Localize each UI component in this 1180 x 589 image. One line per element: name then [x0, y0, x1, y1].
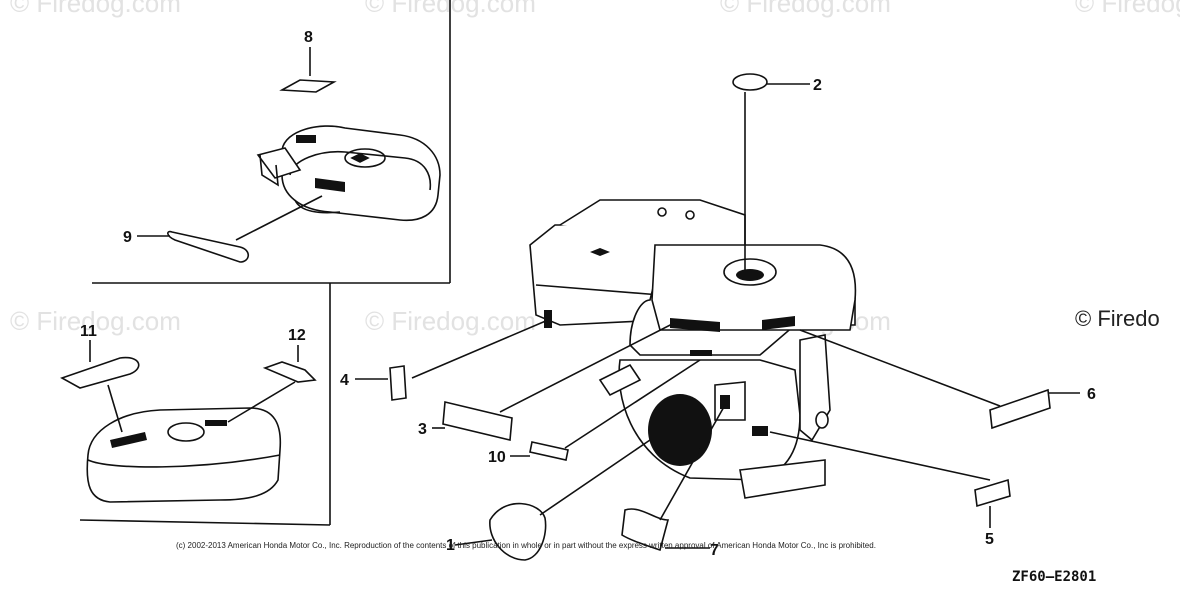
- callout-numbers: 1 2 3 4 5 6 7 8 9 10 11 12: [80, 29, 1096, 559]
- air-cleaner-cover: [256, 125, 441, 222]
- label-part-7: [621, 508, 670, 552]
- watermark: © Firedog.com: [10, 0, 181, 18]
- watermark: © Firedog.com: [720, 0, 891, 18]
- label-part-5: [974, 478, 1011, 508]
- label-part-4: [389, 365, 407, 401]
- callout-7: 7: [710, 542, 719, 559]
- callout-11: 11: [80, 323, 97, 340]
- callout-9: 9: [123, 229, 132, 246]
- watermark: © Firedog.com: [365, 306, 536, 336]
- diagram-code: ZF60—E2801: [1012, 569, 1097, 585]
- footer-copyright: (c) 2002-2013 American Honda Motor Co., …: [176, 541, 876, 550]
- label-part-11: [60, 356, 140, 389]
- callout-12: 12: [288, 327, 306, 344]
- label-part-8: [279, 79, 337, 93]
- callout-8: 8: [304, 29, 313, 46]
- label-part-9: [167, 230, 250, 263]
- callout-10: 10: [488, 449, 506, 466]
- copyright-mark: © Firedo: [1075, 306, 1160, 331]
- callout-6: 6: [1087, 386, 1096, 403]
- label-part-6: [989, 388, 1051, 430]
- callout-2: 2: [813, 77, 822, 94]
- callout-4: 4: [340, 372, 349, 389]
- callout-5: 5: [985, 531, 994, 548]
- label-part-10: [529, 441, 569, 461]
- label-part-3: [442, 401, 513, 441]
- watermark: © Firedog.com: [1075, 0, 1180, 18]
- label-part-12: [262, 361, 317, 383]
- label-part-2: [732, 73, 768, 91]
- callout-3: 3: [418, 421, 427, 438]
- fuel-tank-inset: [86, 407, 282, 503]
- engine-assembly: [529, 199, 857, 499]
- watermark: © Firedog.com: [10, 306, 181, 336]
- label-part-1: [489, 502, 547, 561]
- callout-1: 1: [446, 537, 455, 554]
